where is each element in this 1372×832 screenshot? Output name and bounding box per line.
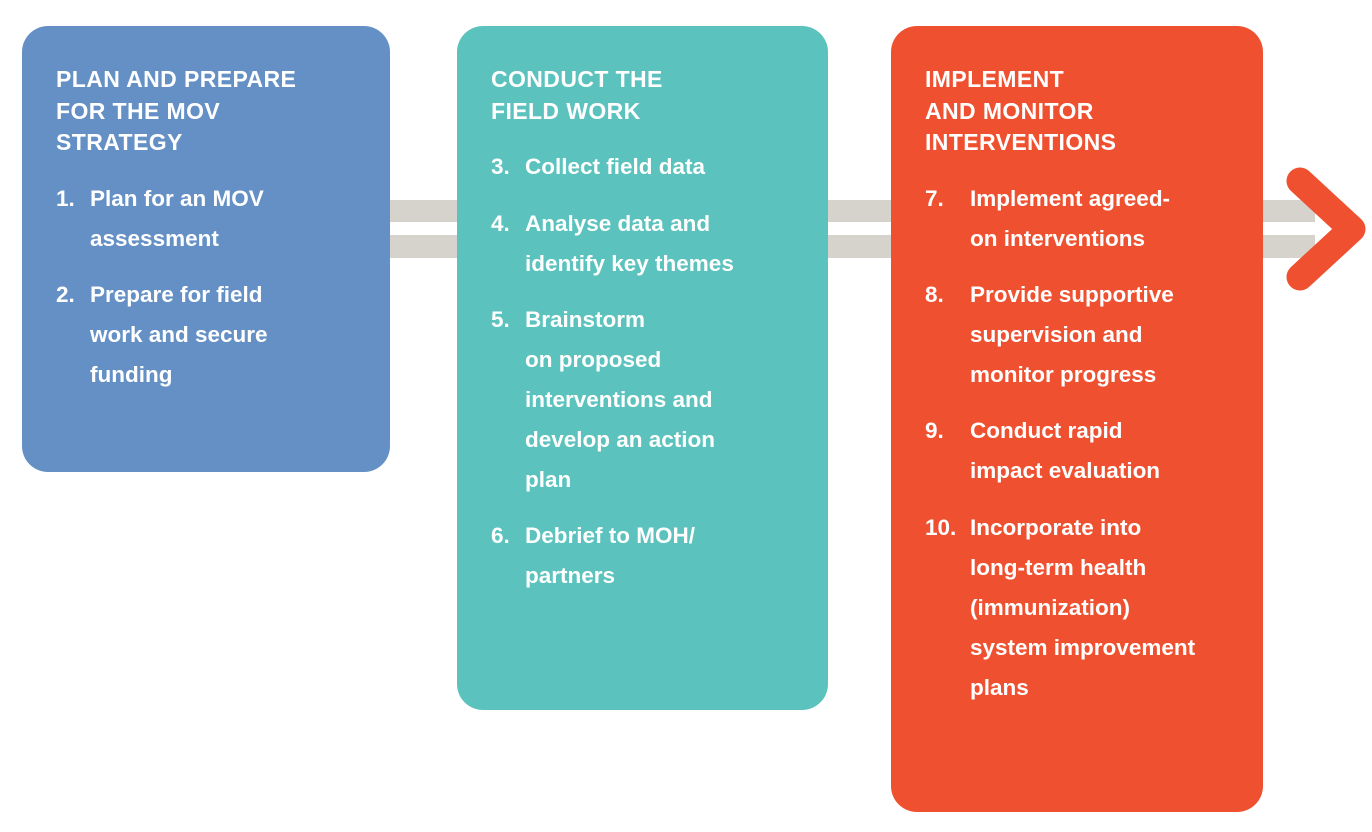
- step-number: 4.: [491, 210, 510, 236]
- step-number: 5.: [491, 306, 510, 332]
- connector-bar-upper-2: [820, 200, 906, 222]
- panel-implement-and-monitor[interactable]: IMPLEMENT AND MONITOR INTERVENTIONS 7. I…: [891, 26, 1263, 812]
- step-list-conduct-field-work: 3. Collect field data 4. Analyse data an…: [491, 147, 798, 595]
- step-text: Incorporate into long-term health (immun…: [970, 514, 1196, 700]
- step-number: 9.: [925, 418, 944, 444]
- connector-bar-lower-1: [390, 235, 470, 258]
- step-text: Debrief to MOH/ partners: [525, 522, 696, 588]
- list-item[interactable]: 7. Implement agreed- on interventions: [925, 179, 1233, 259]
- step-text: Collect field data: [525, 154, 706, 180]
- list-item[interactable]: 4. Analyse data and identify key themes: [491, 204, 798, 284]
- step-number: 8.: [925, 282, 944, 308]
- list-item[interactable]: 10. Incorporate into long-term health (i…: [925, 508, 1233, 708]
- step-text: Prepare for field work and secure fundin…: [90, 282, 268, 388]
- connector-bar-lower-2: [820, 235, 906, 258]
- step-text: Plan for an MOV assessment: [90, 186, 264, 252]
- step-number: 7.: [925, 186, 944, 212]
- panel-title-conduct-field-work: CONDUCT THE FIELD WORK: [491, 66, 663, 124]
- panel-title-plan-and-prepare: PLAN AND PREPARE FOR THE MOV STRATEGY: [56, 66, 297, 156]
- step-number: 6.: [491, 522, 510, 548]
- step-text: Brainstorm on proposed interventions and…: [525, 306, 716, 492]
- step-list-plan-and-prepare: 1. Plan for an MOV assessment 2. Prepare…: [56, 179, 360, 395]
- connector-bar-lower-3: [1255, 235, 1315, 258]
- step-list-implement-and-monitor: 7. Implement agreed- on interventions 8.…: [925, 179, 1233, 708]
- list-item[interactable]: 6. Debrief to MOH/ partners: [491, 516, 798, 596]
- step-number: 3.: [491, 154, 510, 180]
- step-text: Implement agreed- on interventions: [970, 186, 1171, 252]
- list-item[interactable]: 3. Collect field data: [491, 147, 798, 187]
- panel-title-implement-and-monitor: IMPLEMENT AND MONITOR INTERVENTIONS: [925, 66, 1117, 156]
- list-item[interactable]: 1. Plan for an MOV assessment: [56, 179, 360, 259]
- step-text: Conduct rapid impact evaluation: [970, 418, 1161, 484]
- connector-bar-upper-3: [1255, 200, 1315, 222]
- list-item[interactable]: 9. Conduct rapid impact evaluation: [925, 411, 1233, 491]
- connector-bar-upper-1: [390, 200, 470, 222]
- list-item[interactable]: 5. Brainstorm on proposed interventions …: [491, 300, 798, 500]
- step-number: 10.: [925, 514, 957, 540]
- step-number: 1.: [56, 186, 75, 212]
- panel-plan-and-prepare[interactable]: PLAN AND PREPARE FOR THE MOV STRATEGY 1.…: [22, 26, 390, 472]
- step-text: Provide supportive supervision and monit…: [970, 282, 1174, 388]
- panel-conduct-field-work[interactable]: CONDUCT THE FIELD WORK 3. Collect field …: [457, 26, 828, 710]
- step-text: Analyse data and identify key themes: [525, 210, 734, 276]
- list-item[interactable]: 8. Provide supportive supervision and mo…: [925, 275, 1233, 395]
- step-number: 2.: [56, 282, 75, 308]
- list-item[interactable]: 2. Prepare for field work and secure fun…: [56, 275, 360, 395]
- arrow-right-icon: [1286, 167, 1366, 291]
